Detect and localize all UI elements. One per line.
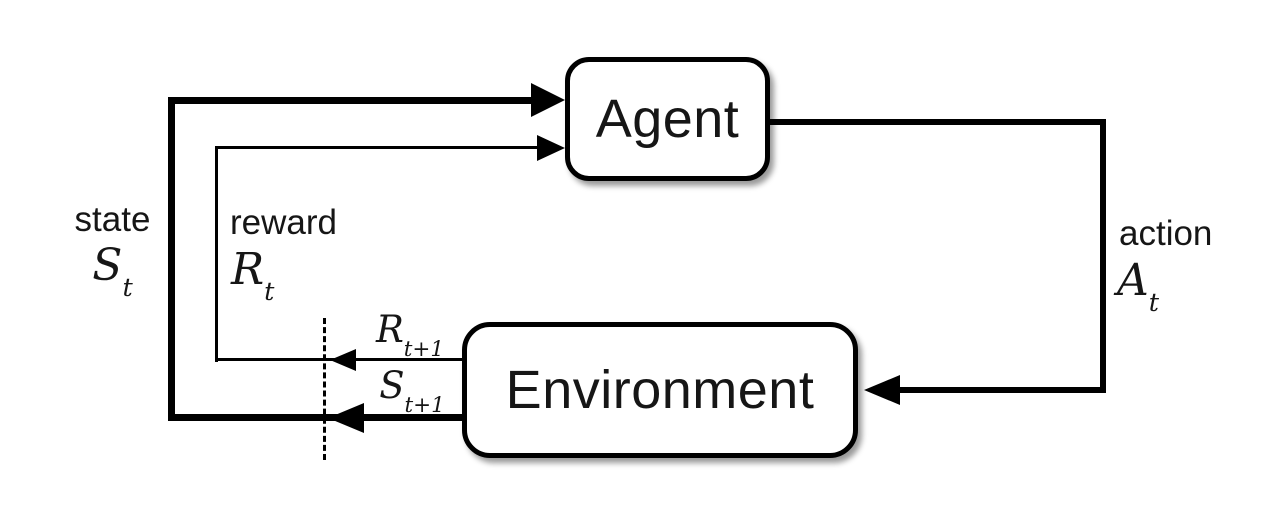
next-state-symbol-label: St+1: [352, 364, 472, 416]
action-arrowhead-into-environment-icon: [864, 375, 900, 405]
next-reward-symbol-label: Rt+1: [350, 308, 470, 360]
next-state-symbol-subscript: t+1: [404, 392, 445, 418]
reward-symbol-base: R: [231, 244, 265, 295]
state-symbol-label: St: [55, 240, 170, 301]
state-line-bottom-horizontal: [168, 414, 462, 421]
reward-word-label: reward: [230, 203, 337, 242]
reward-line-vertical: [215, 146, 218, 362]
action-line-top-horizontal: [768, 119, 1106, 125]
next-state-symbol-base: S: [379, 364, 405, 407]
next-reward-symbol-subscript: t+1: [403, 336, 445, 362]
reward-symbol-label: Rt: [231, 244, 274, 305]
reward-symbol-subscript: t: [264, 277, 275, 308]
action-line-vertical: [1100, 119, 1106, 393]
agent-box-label: Agent: [595, 89, 740, 149]
time-step-boundary-dashed-line: [323, 318, 326, 460]
agent-box: Agent: [565, 57, 770, 181]
next-reward-symbol-base: R: [375, 308, 404, 351]
environment-box: Environment: [462, 322, 858, 458]
reward-arrowhead-into-agent-icon: [537, 135, 565, 161]
state-symbol-base: S: [92, 240, 123, 291]
action-line-bottom-horizontal: [898, 387, 1106, 393]
state-word-label: state: [74, 200, 151, 239]
next-state-arrowhead-at-boundary-icon: [328, 403, 364, 433]
action-symbol-base: A: [1117, 255, 1149, 306]
state-arrowhead-into-agent-icon: [531, 83, 565, 117]
reward-line-top-horizontal: [215, 146, 537, 149]
action-word-label: action: [1119, 214, 1213, 253]
action-symbol-subscript: t: [1148, 288, 1160, 319]
next-reward-arrowhead-at-boundary-icon: [330, 349, 356, 371]
environment-box-label: Environment: [505, 360, 815, 420]
state-line-top-horizontal: [168, 97, 531, 104]
state-line-vertical: [168, 97, 175, 421]
state-symbol-subscript: t: [122, 273, 133, 304]
action-symbol-label: At: [1117, 255, 1159, 316]
